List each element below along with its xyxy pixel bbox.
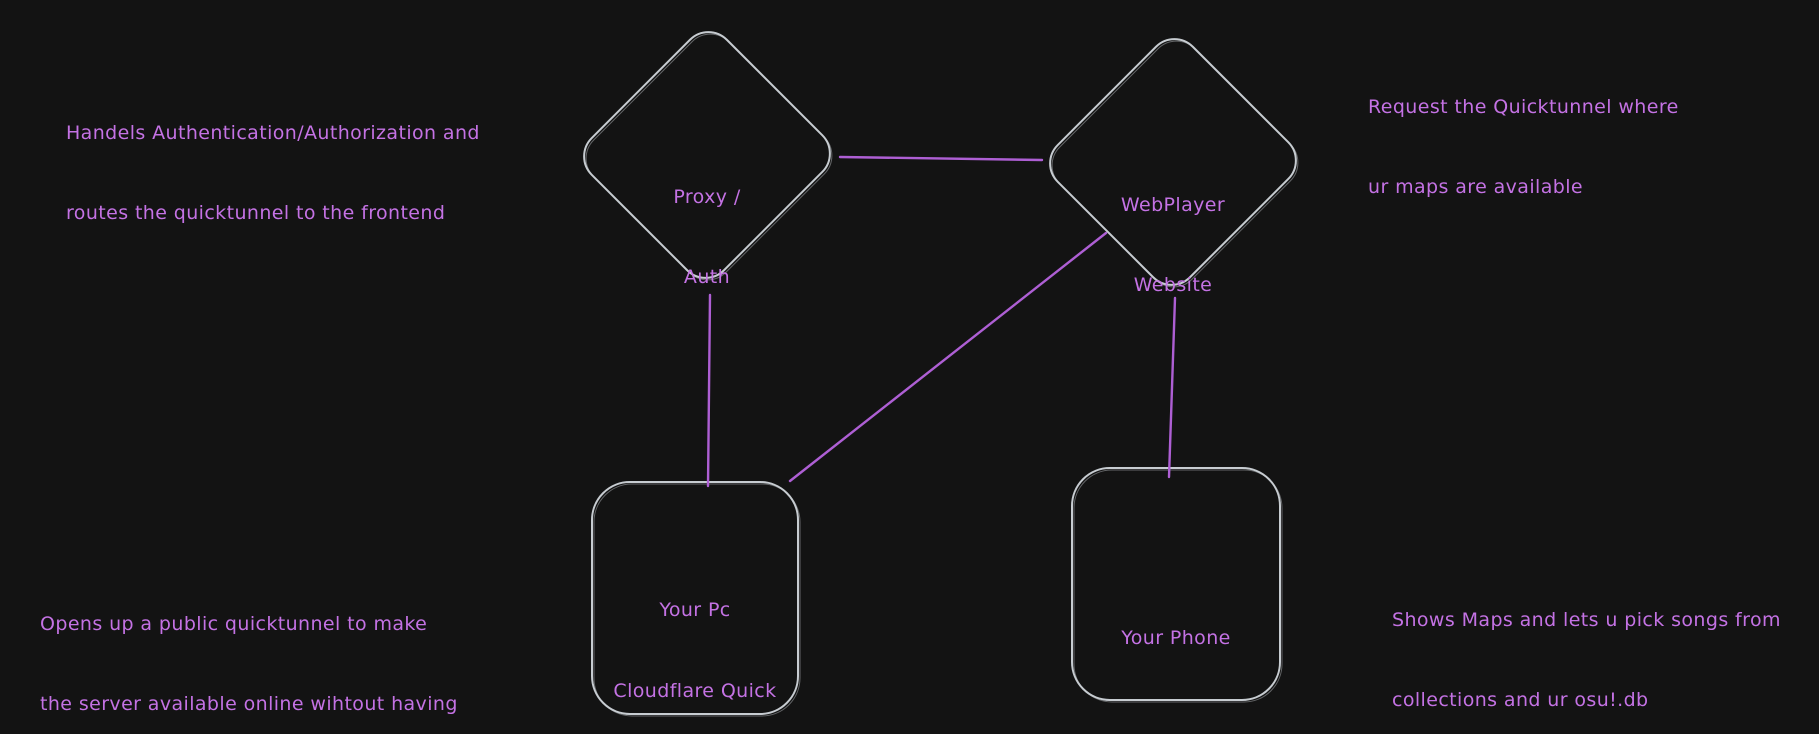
proxy-auth-annotation[interactable]: Handels Authentication/Authorization and… [66,67,480,279]
phone-annotation[interactable]: Shows Maps and lets u pick songs from co… [1392,554,1781,734]
pc-webserver-label-line2: Cloudflare Quick [613,680,777,702]
phone-annotation-line1: Shows Maps and lets u pick songs from [1392,609,1781,631]
webplayer-annotation-line1: Request the Quicktunnel where [1368,96,1679,118]
connector-proxy-to-webplayer[interactable] [838,155,1044,162]
webplayer-annotation-line2: ur maps are available [1368,175,1583,198]
phone-box[interactable] [1071,467,1281,701]
proxy-auth-diamond[interactable] [573,21,840,288]
proxy-auth-annotation-line2: routes the quicktunnel to the frontend [66,201,446,224]
webplayer-label[interactable]: WebPlayer Website [1073,139,1273,351]
webplayer-diamond[interactable] [1039,28,1306,295]
webplayer-annotation[interactable]: Request the Quicktunnel where ur maps ar… [1368,41,1679,253]
quicktunnel-annotation-line1: Opens up a public quicktunnel to make [40,613,428,635]
pc-box-echo [593,483,801,717]
proxy-auth-label-line1: Proxy / [673,186,741,208]
quicktunnel-annotation[interactable]: Opens up a public quicktunnel to make th… [40,558,478,734]
pc-webserver-box[interactable] [591,481,799,715]
quicktunnel-annotation-line2: the server available online wihtout havi… [40,692,458,715]
phone-box-echo [1073,469,1283,703]
phone-annotation-line2: collections and ur osu!.db [1392,688,1649,711]
connector-webplayer-to-pc[interactable] [788,231,1108,483]
connector-webplayer-to-phone[interactable] [1167,296,1177,479]
webplayer-label-line1: WebPlayer [1120,194,1226,216]
proxy-auth-label[interactable]: Proxy / Auth [607,131,807,343]
phone-label-line1: Your Phone [1121,627,1231,649]
proxy-auth-label-line2: Auth [683,265,731,288]
connector-proxy-to-pc[interactable] [706,293,712,488]
proxy-auth-annotation-line1: Handels Authentication/Authorization and [66,122,480,144]
webplayer-label-line2: Website [1133,273,1213,296]
phone-label[interactable]: Your Phone [1076,572,1276,705]
pc-webserver-label-line1: Your Pc [659,599,731,621]
pc-webserver-label[interactable]: Your Pc Cloudflare Quick tunnel Webserve… [595,543,795,734]
